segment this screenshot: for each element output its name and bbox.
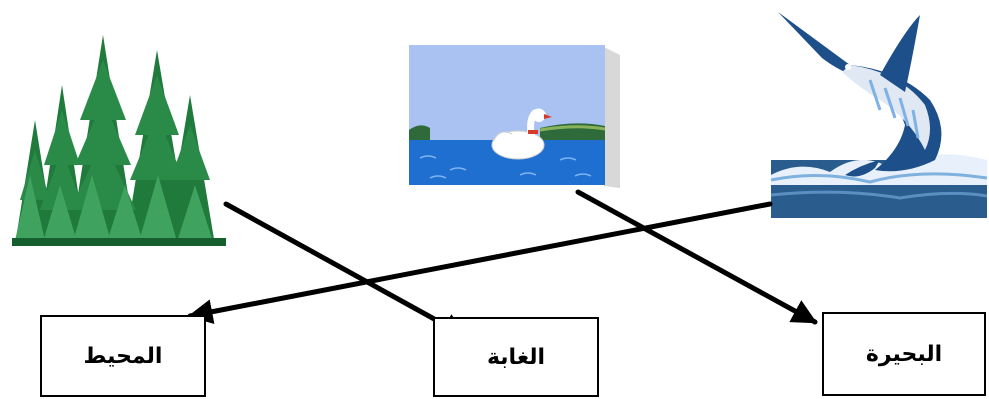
ocean-label: المحيط xyxy=(40,315,206,397)
lake-label: البحيرة xyxy=(822,312,986,396)
jumping-marlin-icon xyxy=(770,12,988,218)
swan-on-lake-card-icon xyxy=(409,45,620,188)
connection-arrows xyxy=(187,189,818,339)
forest-label: الغابة xyxy=(433,317,599,397)
arrow-forest-to-label xyxy=(223,201,468,339)
forest-trees-icon xyxy=(12,35,226,246)
arrow-marlin-to-label xyxy=(187,201,773,325)
arrow-lake-to-label xyxy=(575,189,818,325)
